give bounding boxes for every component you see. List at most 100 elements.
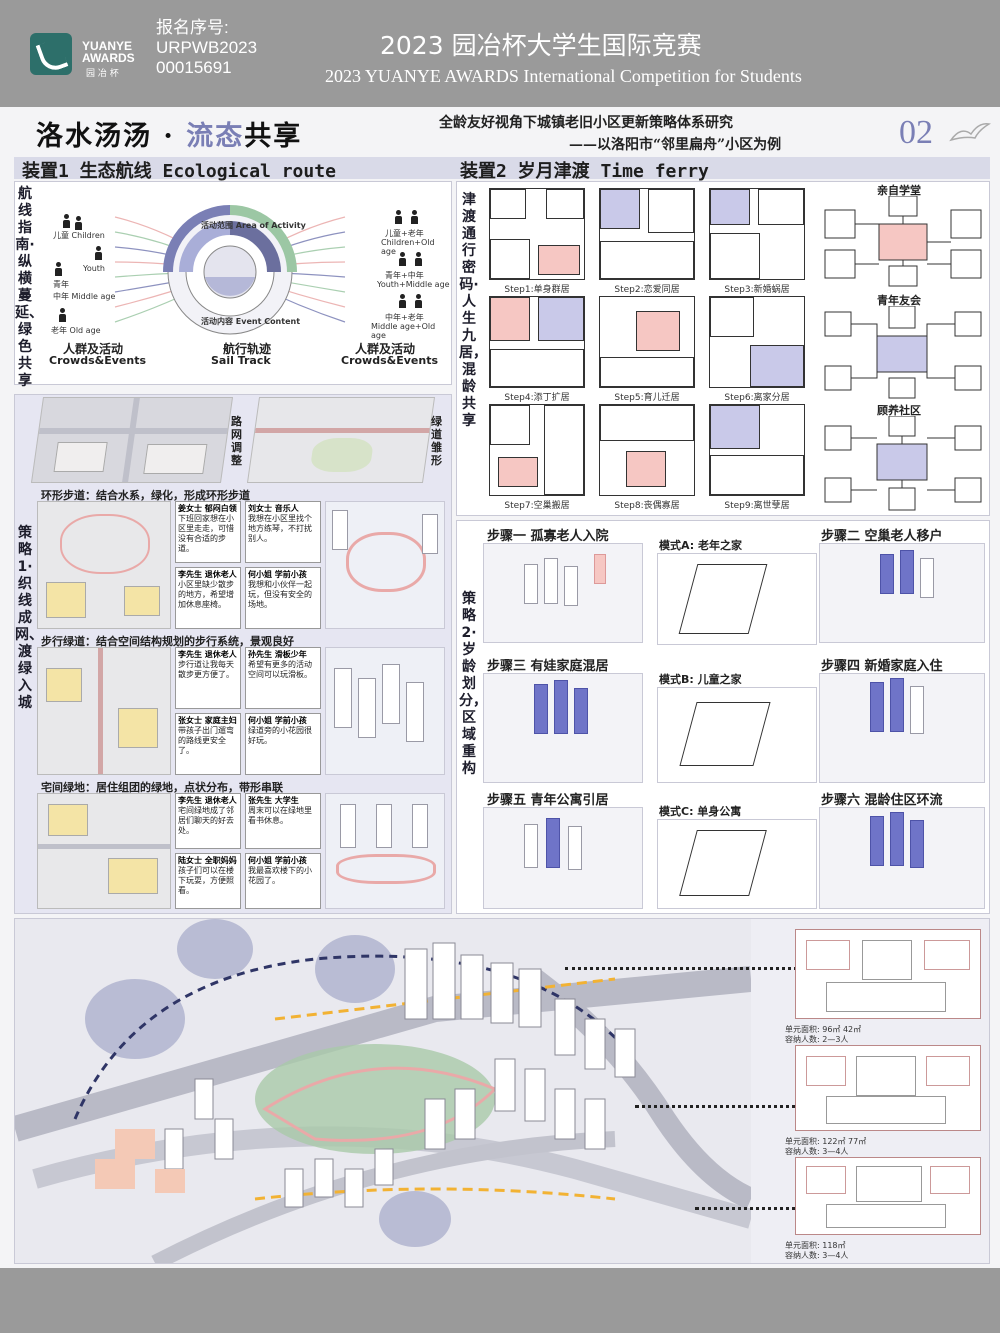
chat-text: 下班回家想在小区里走走，可惜没有合适的步道。: [178, 514, 234, 553]
crowd-label-right: Middle age+Old age: [371, 322, 436, 340]
chat-7: 张女士 家庭主妇带孩子出门遛弯的路线更安全了。: [175, 713, 241, 775]
step3-title: 步骤三 有娃家庭混居: [487, 659, 609, 674]
chat-10: 张先生 大学生周末可以在绿地里看书休息。: [245, 793, 321, 849]
floorplan-step6: [709, 296, 805, 388]
unit-people-2: 容纳人数: 3—4人: [785, 1147, 849, 1156]
reg-code-2: 00015691: [156, 58, 232, 77]
ferry-panel: 津渡通行密码·人生九居，混龄共享 Step1:单身群居 Step2:恋爱同居 S…: [456, 181, 990, 516]
floorplan-step8: [599, 404, 695, 496]
loop-caption: 环形步道：结合水系，绿化，形成环形步道: [41, 489, 250, 502]
strategy2-panel: 策略2·岁龄划分，区域重构 步骤一 孤寡老人入院 模式A: 老年之家 步骤二 空…: [456, 520, 990, 914]
sail-track-diagram: [114, 205, 346, 335]
bird-icon: [949, 122, 991, 142]
youth-icon: [399, 252, 406, 266]
unit-plan-3: [795, 1157, 981, 1235]
connector-line-1: [565, 967, 815, 970]
chat-who: 李先生 退休老人: [178, 570, 237, 579]
right-caption-en: Crowds&Events: [341, 354, 439, 367]
parent-school-network: [824, 196, 982, 287]
chat-who: 何小姐 学前小孩: [248, 856, 307, 865]
step-label: Step2:恋爱同居: [614, 285, 680, 295]
chat-who: 李先生 退休老人: [178, 796, 237, 805]
competition-title-cn: 2023 园冶杯大学生国际竞赛: [380, 31, 702, 60]
crowd-label: 老年 Old age: [51, 326, 101, 335]
adult-icon: [399, 294, 406, 308]
strategy2-side-label: 策略2·岁龄划分，区域重构: [459, 591, 487, 777]
title-band: 洛水汤汤 · 流态共享 全龄友好视角下城镇老旧小区更新策略体系研究 ——以洛阳市…: [14, 112, 991, 158]
walkway-render: [325, 647, 445, 775]
reg-code-1: URPWB2023: [156, 38, 258, 57]
title-part-1: 洛水汤汤 ·: [36, 121, 187, 152]
modeA-title: 模式A: 老年之家: [659, 539, 742, 552]
crowd-label-right: Youth+Middle age: [377, 280, 450, 289]
chat-6: 孙先生 滑板少年希望有更多的活动空间可以玩滑板。: [245, 647, 321, 709]
unit-plan-1: [795, 929, 981, 1019]
logo-brand-line1: YUANYE: [82, 39, 133, 53]
title-part-2: 流态: [186, 121, 245, 152]
step6-render: [819, 807, 985, 909]
strategy1-side-label: 策略1·织线成网、渡绿入城: [15, 525, 43, 711]
step1-title: 步骤一 孤寡老人入院: [487, 529, 609, 544]
step5-title: 步骤五 青年公寓引居: [487, 793, 609, 808]
masterplan-panel: 单元面积: 96㎡ 42㎡ 容纳人数: 2—3人 单元面积: 122㎡ 77㎡ …: [14, 918, 990, 1264]
chat-who: 孙先生 滑板少年: [248, 650, 307, 659]
step-label: Step6:离家分居: [724, 393, 790, 403]
step5-render: [483, 807, 643, 909]
mid-caption-cn: 航行轨迹: [223, 342, 272, 356]
chat-2: 刘女士 音乐人我想在小区里找个地方练琴，不打扰别人。: [245, 501, 321, 563]
elder-icon: [59, 308, 66, 322]
modeB-title: 模式B: 儿童之家: [659, 673, 742, 686]
chat-text: 希望有更多的活动空间可以玩滑板。: [248, 660, 312, 679]
chat-who: 姜女士 郁闷白领: [178, 504, 237, 513]
device1-heading: 装置1 生态航线 Ecological route: [14, 157, 452, 182]
chat-4: 何小姐 学前小孩我想和小伙伴一起玩，但没有安全的场地。: [245, 567, 321, 629]
yard-caption: 宅间绿地：居住组团的绿地，点状分布，带形串联: [41, 781, 283, 794]
child-icon: [75, 216, 82, 230]
step-label: Step7:空巢搬居: [504, 501, 570, 511]
poster-title: 洛水汤汤 · 流态共享: [36, 114, 302, 153]
chat-12: 何小姐 学前小孩我最喜欢楼下的小花园了。: [245, 853, 321, 909]
chat-who: 张先生 大学生: [248, 796, 299, 805]
connector-line-2: [635, 1105, 815, 1108]
chat-9: 李先生 退休老人宅间绿地成了邻居们聊天的好去处。: [175, 793, 241, 849]
adult-icon: [415, 252, 422, 266]
strategy1-panel: 策略1·织线成网、渡绿入城 路网调整 绿道雏形 环形步道：结合水系，绿化，形成环…: [14, 394, 452, 914]
road-network-map: [30, 397, 234, 483]
registration-info: 报名序号: URPWB2023 00015691: [156, 18, 257, 78]
modeC-render: [657, 819, 817, 909]
chat-who: 何小姐 学前小孩: [248, 570, 307, 579]
footer-bar: [0, 1268, 1000, 1333]
chat-text: 我想在小区里找个地方练琴，不打扰别人。: [248, 514, 312, 543]
care-community-network: [824, 416, 982, 511]
chat-who: 何小姐 学前小孩: [248, 716, 307, 725]
step-label: Step4:添丁扩居: [504, 393, 570, 403]
step-label: Step9:离世孽居: [724, 501, 790, 511]
ring-label-content: 活动内容 Event Content: [201, 317, 301, 326]
subtitle-1: 全龄友好视角下城镇老旧小区更新策略体系研究: [439, 115, 733, 131]
chat-who: 张女士 家庭主妇: [178, 716, 237, 725]
crowd-label-right: 中年+老年: [385, 313, 424, 322]
modeC-title: 模式C: 单身公寓: [659, 805, 742, 818]
chat-who: 李先生 退休老人: [178, 650, 237, 659]
floorplan-step4: [489, 296, 585, 388]
floorplan-step5: [599, 296, 695, 388]
step3-render: [483, 673, 643, 783]
child-icon: [63, 214, 70, 228]
crowd-label: 中年 Middle age: [53, 292, 116, 301]
chat-text: 宅间绿地成了邻居们聊天的好去处。: [178, 806, 234, 835]
yard-green-map: [37, 793, 171, 909]
mid-caption-en: Sail Track: [211, 354, 271, 367]
crowd-label: 青年: [53, 280, 69, 289]
chat-1: 姜女士 郁闷白领下班回家想在小区里走走，可惜没有合适的步道。: [175, 501, 241, 563]
logo-sub: 园 冶 杯: [86, 69, 119, 79]
unit-area-2: 单元面积: 122㎡ 77㎡: [785, 1137, 867, 1146]
child-icon: [395, 210, 402, 224]
ferry-side-label: 津渡通行密码·人生九居，混龄共享: [459, 192, 487, 429]
modeB-render: [657, 687, 817, 783]
floorplan-step3: [709, 188, 805, 280]
group-title-2: 青年友会: [877, 294, 921, 307]
greenway-map: [246, 397, 436, 483]
reg-label: 报名序号:: [156, 18, 229, 37]
walk-caption: 步行绿道：结合空间结构规划的步行系统，景观良好: [41, 635, 294, 648]
floorplan-step1: [489, 188, 585, 280]
